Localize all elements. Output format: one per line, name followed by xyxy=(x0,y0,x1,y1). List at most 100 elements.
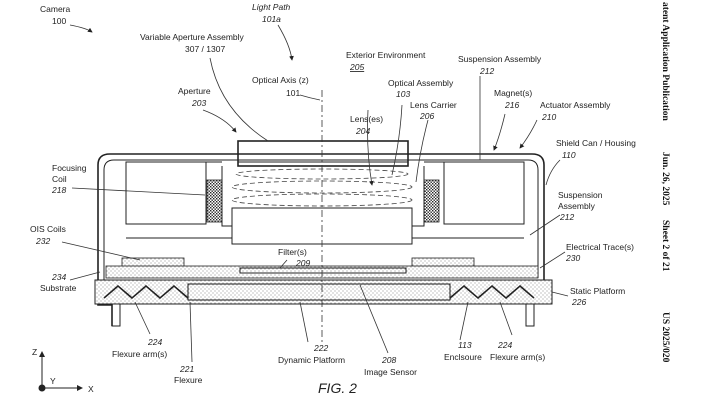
side-publication: atent Application Publication xyxy=(660,2,670,121)
label-electrical-traces: Electrical Trace(s) 230 xyxy=(565,242,634,263)
label-optical-assembly: Optical Assembly 103 xyxy=(388,78,454,99)
label-ref: 210 xyxy=(541,112,556,122)
label-name: Lens(es) xyxy=(350,114,383,124)
label-name: Enclsoure xyxy=(444,352,482,362)
label-name: Static Platform xyxy=(570,286,625,296)
label-flexure-arm-right: 224 Flexure arm(s) xyxy=(490,340,545,362)
label-name: Lens Carrier xyxy=(410,100,457,110)
label-name: Light Path xyxy=(252,2,291,12)
label-magnets: Magnet(s) 216 xyxy=(494,88,532,110)
label-name: Camera xyxy=(40,4,71,14)
label-dynamic-platform: 222 Dynamic Platform xyxy=(278,343,345,365)
label-variable-aperture: Variable Aperture Assembly 307 / 1307 xyxy=(140,32,245,54)
variable-aperture-assembly xyxy=(237,140,409,167)
label-ref: 234 xyxy=(51,272,66,282)
label-name: Shield Can / Housing xyxy=(556,138,636,148)
label-ref: 101a xyxy=(262,14,281,24)
label-lens-carrier: Lens Carrier 206 xyxy=(410,100,457,121)
label-shield-can: Shield Can / Housing 110 xyxy=(556,138,636,160)
label-ref: 113 xyxy=(458,340,472,350)
label-ref: 222 xyxy=(313,343,328,353)
label-name-2: Assembly xyxy=(558,201,596,211)
label-actuator-assembly: Actuator Assembly 210 xyxy=(540,100,611,122)
label-ref: 209 xyxy=(295,258,310,268)
label-optical-axis: Optical Axis (z) 101 xyxy=(252,75,309,98)
figure-caption: FIG. 2 xyxy=(318,380,357,396)
label-name: Suspension xyxy=(558,190,603,200)
label-ref: 101 xyxy=(286,88,300,98)
label-camera: Camera 100 xyxy=(40,4,71,26)
label-ref: 224 xyxy=(147,337,162,347)
focusing-coil-left xyxy=(206,179,223,223)
static-platform xyxy=(94,279,553,305)
label-flexure: 221 Flexure xyxy=(174,364,203,385)
side-number: US 2025/020 xyxy=(660,312,670,363)
label-exterior-environment: Exterior Environment 205 xyxy=(346,50,426,72)
label-ref: 208 xyxy=(381,355,396,365)
axis-indicator: Z Y X xyxy=(32,347,94,394)
label-ref: 110 xyxy=(562,150,576,160)
label-ref: 100 xyxy=(52,16,66,26)
label-flexure-arm-left: 224 Flexure arm(s) xyxy=(112,337,167,359)
flexure-arms xyxy=(103,284,535,300)
label-ois-coils: OIS Coils 232 xyxy=(30,224,66,246)
label-ref: 224 xyxy=(497,340,512,350)
label-name: Exterior Environment xyxy=(346,50,426,60)
label-ref: 212 xyxy=(559,212,574,222)
label-ref: 205 xyxy=(349,62,364,72)
label-substrate: 234 Substrate xyxy=(40,272,77,293)
label-name: Optical Axis (z) xyxy=(252,75,309,85)
label-name-2: Coil xyxy=(52,174,67,184)
axis-y-label: Y xyxy=(50,376,56,386)
label-ref: 307 / 1307 xyxy=(185,44,225,54)
label-name: Flexure arm(s) xyxy=(112,349,167,359)
label-name: Variable Aperture Assembly xyxy=(140,32,245,42)
label-ref: 103 xyxy=(396,89,410,99)
label-name: Flexure arm(s) xyxy=(490,352,545,362)
label-ref: 212 xyxy=(479,66,494,76)
label-image-sensor: 208 Image Sensor xyxy=(364,355,417,377)
label-name: Image Sensor xyxy=(364,367,417,377)
label-filters: Filter(s) 209 xyxy=(278,247,310,268)
label-suspension-right: Suspension Assembly 212 xyxy=(558,190,603,222)
label-name: Aperture xyxy=(178,86,211,96)
label-aperture: Aperture 203 xyxy=(178,86,211,108)
label-lenses: Lens(es) 204 xyxy=(350,114,383,136)
leader-lines xyxy=(61,24,569,363)
label-name: Optical Assembly xyxy=(388,78,454,88)
magnet-right xyxy=(443,161,525,225)
label-ref: 204 xyxy=(355,126,370,136)
enclosure-legs xyxy=(111,303,535,327)
label-name: Actuator Assembly xyxy=(540,100,611,110)
label-ref: 206 xyxy=(419,111,434,121)
axis-x-label: X xyxy=(88,384,94,394)
label-focusing-coil: Focusing Coil 218 xyxy=(51,163,87,195)
label-ref: 226 xyxy=(571,297,586,307)
focusing-coil-right xyxy=(423,179,440,223)
label-static-platform: Static Platform 226 xyxy=(570,286,625,307)
label-ref: 218 xyxy=(51,185,66,195)
label-light-path: Light Path 101a xyxy=(252,2,291,24)
patent-side-header: atent Application Publication Jun. 26, 2… xyxy=(660,2,670,363)
axis-z-label: Z xyxy=(32,347,37,357)
label-name: Filter(s) xyxy=(278,247,307,257)
label-name: OIS Coils xyxy=(30,224,66,234)
lens-carrier xyxy=(221,166,425,245)
shield-can-housing xyxy=(97,153,545,326)
label-name: Magnet(s) xyxy=(494,88,532,98)
label-ref: 232 xyxy=(35,236,50,246)
label-name: Electrical Trace(s) xyxy=(566,242,634,252)
label-ref: 230 xyxy=(565,253,580,263)
label-suspension-top: Suspension Assembly 212 xyxy=(458,54,542,76)
label-enclosure: 113 Enclsoure xyxy=(444,340,482,362)
side-sheet: Sheet 2 of 21 xyxy=(660,220,670,272)
label-name: Suspension Assembly xyxy=(458,54,542,64)
label-ref: 216 xyxy=(504,100,519,110)
label-name: Focusing xyxy=(52,163,87,173)
label-ref: 221 xyxy=(179,364,194,374)
suspension-springs xyxy=(126,161,524,239)
label-name: Flexure xyxy=(174,375,203,385)
label-name: Substrate xyxy=(40,283,77,293)
label-ref: 203 xyxy=(191,98,206,108)
